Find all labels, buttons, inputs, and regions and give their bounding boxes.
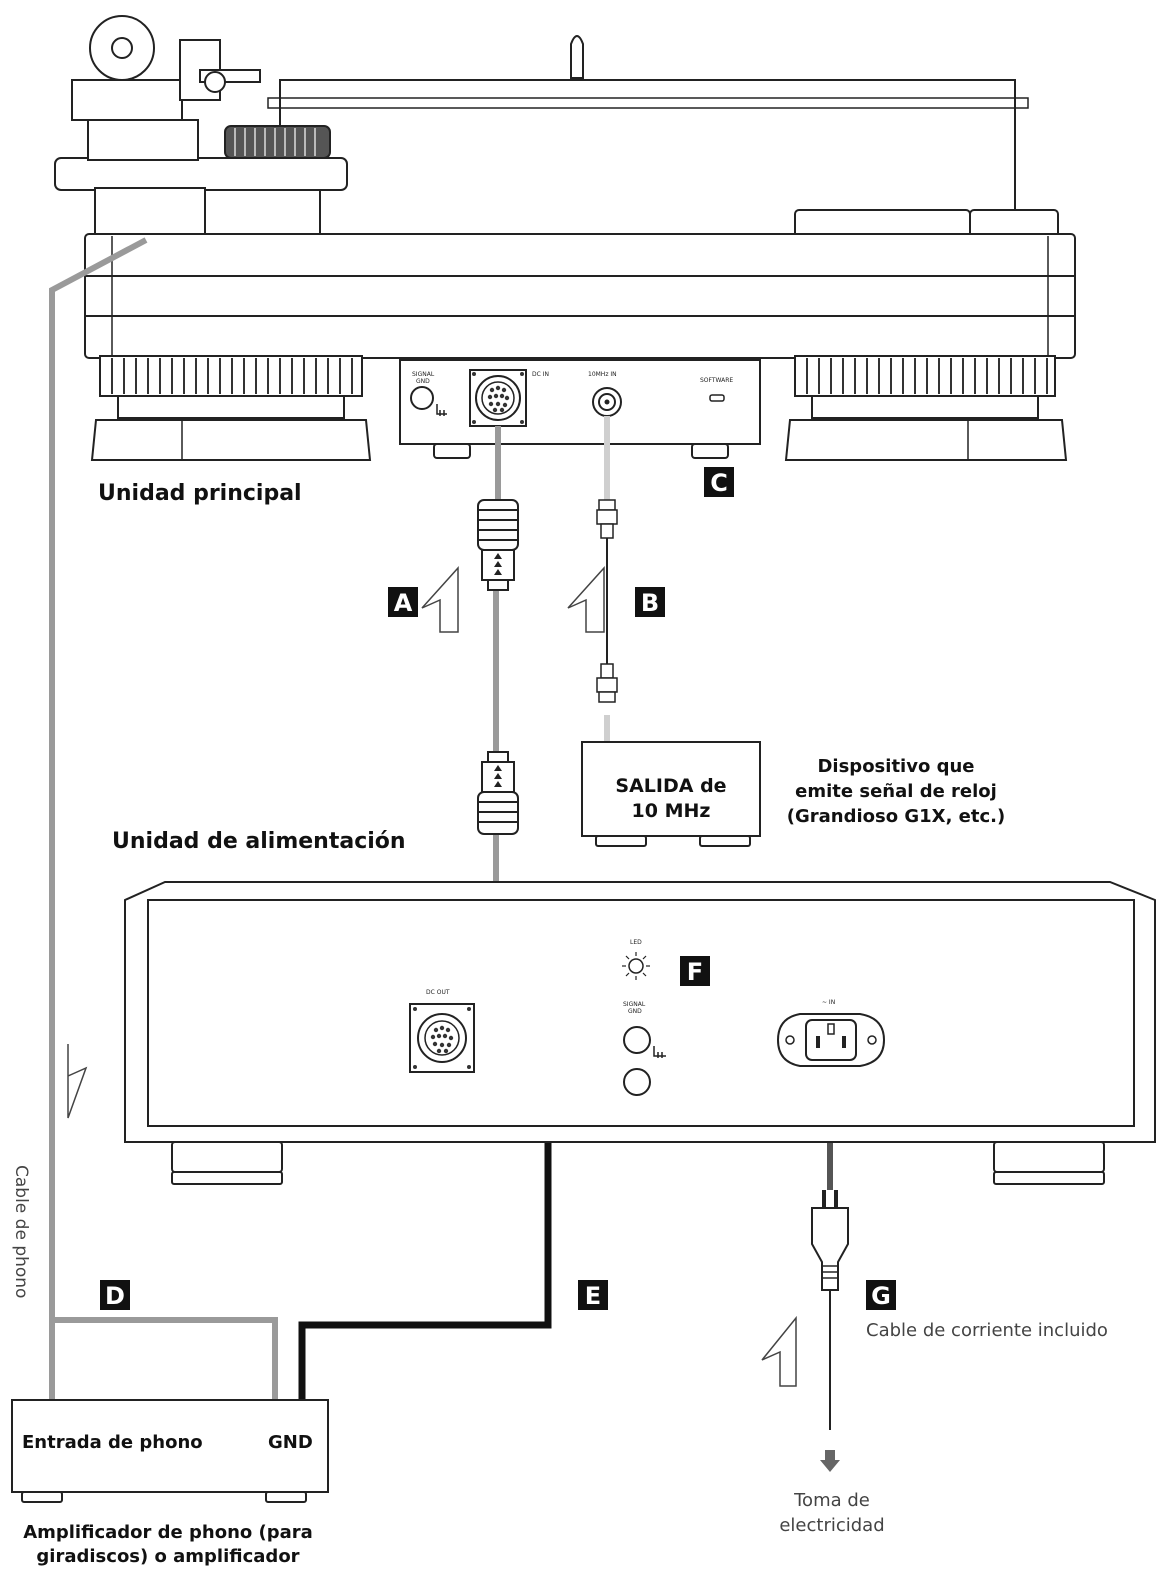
dc-cable-plug-bottom (477, 751, 519, 835)
badge-d: D (100, 1280, 130, 1310)
ac-inlet[interactable]: ~ IN (776, 999, 886, 1067)
dc-cable-plug-top (477, 499, 519, 591)
direction-arrow-b-icon (567, 566, 605, 633)
svg-text:D: D (105, 1282, 125, 1310)
main-unit-label: Unidad principal (98, 481, 302, 506)
psu-signal-gnd-label-bottom: GND (628, 1008, 642, 1015)
ground-symbol-icon (436, 404, 447, 416)
power-supply-unit (124, 881, 1156, 1185)
main-signal-gnd-label-bottom: GND (416, 378, 430, 385)
dc-in-connector[interactable]: DC IN (469, 369, 549, 427)
psu-signal-gnd-label-top: SIGNAL (623, 1001, 646, 1008)
clock-output-label-2: 10 MHz (632, 800, 711, 822)
badge-e: E (578, 1280, 608, 1310)
ac-in-label: ~ IN (822, 999, 835, 1006)
badge-b: B (635, 587, 665, 617)
outlet-label-2: electricidad (779, 1515, 884, 1536)
main-unit-turntable (54, 15, 1076, 461)
bnc-plug-top (596, 499, 618, 539)
clock-device-label-3: (Grandioso G1X, etc.) (787, 806, 1005, 827)
svg-text:C: C (710, 469, 728, 497)
led-label: LED (630, 939, 642, 946)
clock-in-connector[interactable]: 10MHz IN (588, 371, 622, 417)
psu-signal-gnd-terminal[interactable]: SIGNAL GND (623, 1001, 666, 1096)
direction-arrow-a-icon (421, 566, 459, 633)
phono-cable-label: Cable de phono (11, 1165, 31, 1298)
amplifier-label-2: giradiscos) o amplificador (36, 1546, 299, 1567)
dc-in-label: DC IN (532, 371, 549, 378)
phono-input-label: Entrada de phono (22, 1432, 203, 1453)
outlet-label-1: Toma de (793, 1490, 870, 1511)
dc-out-connector[interactable]: DC OUT (409, 989, 475, 1073)
amplifier-label-1: Amplificador de phono (para (23, 1522, 313, 1543)
clock-output-label-1: SALIDA de (615, 775, 726, 797)
main-signal-gnd-label-top: SIGNAL (412, 371, 435, 378)
svg-text:G: G (871, 1282, 891, 1310)
badge-a: A (388, 587, 418, 617)
psu-ground-symbol-icon (653, 1046, 666, 1058)
led-light-icon (622, 952, 650, 980)
dc-out-label: DC OUT (426, 989, 450, 996)
svg-text:A: A (394, 589, 413, 617)
outlet-arrow-icon (820, 1450, 840, 1472)
clock-device-label-2: emite señal de reloj (795, 781, 997, 802)
power-cable-label: Cable de corriente incluido (866, 1320, 1108, 1341)
badge-f: F (680, 956, 710, 986)
svg-text:E: E (585, 1282, 601, 1310)
svg-text:B: B (641, 589, 659, 617)
main-signal-gnd-terminal[interactable]: SIGNAL GND (410, 371, 447, 416)
badge-g: G (866, 1280, 896, 1310)
clock-device-label-1: Dispositivo que (817, 756, 974, 777)
clock-in-label: 10MHz IN (588, 371, 617, 378)
svg-text:F: F (687, 958, 703, 986)
direction-arrow-phono-icon (67, 1044, 88, 1119)
bnc-plug-bottom (596, 663, 618, 703)
direction-arrow-g-icon (761, 1315, 797, 1387)
software-label: SOFTWARE (700, 377, 733, 384)
badge-c: C (704, 467, 734, 497)
software-port[interactable]: SOFTWARE (700, 377, 733, 402)
power-unit-label: Unidad de alimentación (112, 829, 406, 854)
power-plug (811, 1190, 849, 1291)
gnd-label: GND (268, 1432, 313, 1453)
led-indicator: LED (622, 939, 650, 980)
clock-output-device: SALIDA de 10 MHz (581, 741, 761, 847)
phono-amplifier: Entrada de phono GND (11, 1399, 329, 1503)
